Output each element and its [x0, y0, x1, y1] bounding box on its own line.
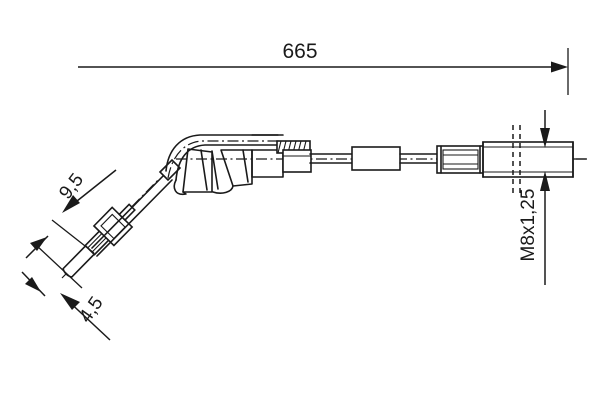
bracket-plate: [220, 149, 253, 187]
break-lines-group: [512, 125, 521, 193]
eyelet-thickness-reference: [35, 244, 83, 289]
eyelet-thickness-label: 4,5: [75, 293, 107, 327]
overall-length-label: 665: [282, 40, 317, 63]
bracket-lower-edge: [212, 185, 234, 194]
eyelet-thickness-arrow: [60, 293, 80, 310]
eyelet-width-arrow: [62, 195, 80, 213]
bracket-plate-fold: [242, 149, 249, 183]
mid-ferrule-body: [351, 146, 401, 171]
eyelet-width-label: 9,5: [55, 170, 88, 204]
coil-ferrule-inner: [442, 149, 479, 170]
bracket-rib-1: [182, 148, 213, 193]
sleeve-bottom-body: [251, 149, 284, 178]
bare-cable-segment-1: [309, 153, 353, 164]
conduit-centerline-curve: [167, 140, 280, 179]
eyelet-thickness-upper-arrow: [30, 237, 47, 251]
thread-spec-dimension: M8x1,25: [518, 110, 550, 285]
angled-cable-upper-edge: [91, 171, 168, 249]
eyelet-thickness-lower-arrow: [25, 277, 41, 292]
bend-elbow-assembly: [158, 134, 280, 196]
bracket-lower-lip: [173, 179, 187, 196]
thread-spec-label: M8x1,25: [518, 189, 539, 262]
thread-dim-upper-arrow: [540, 128, 550, 148]
angled-cable-run: [91, 171, 173, 257]
threaded-rod-end: [482, 141, 587, 178]
bare-cable-segment-2: [399, 153, 439, 164]
conduit-sleeve-body: [251, 134, 312, 178]
coil-spring-ferrule: [436, 145, 485, 174]
mid-ferrule: [351, 146, 401, 171]
sleeve-collar: [282, 149, 312, 173]
eyelet-width-extension: [51, 219, 95, 254]
angled-cable-lower-edge: [96, 179, 173, 257]
conduit-outer-upper: [165, 134, 279, 172]
thread-dim-lower-arrow: [540, 171, 550, 191]
bracket-rib-2: [200, 149, 208, 191]
bracket-rib-3: [211, 150, 219, 190]
overall-length-dimension: 665: [78, 40, 569, 95]
overall-length-right-arrow: [551, 61, 568, 73]
threaded-rod-body: [482, 141, 574, 178]
